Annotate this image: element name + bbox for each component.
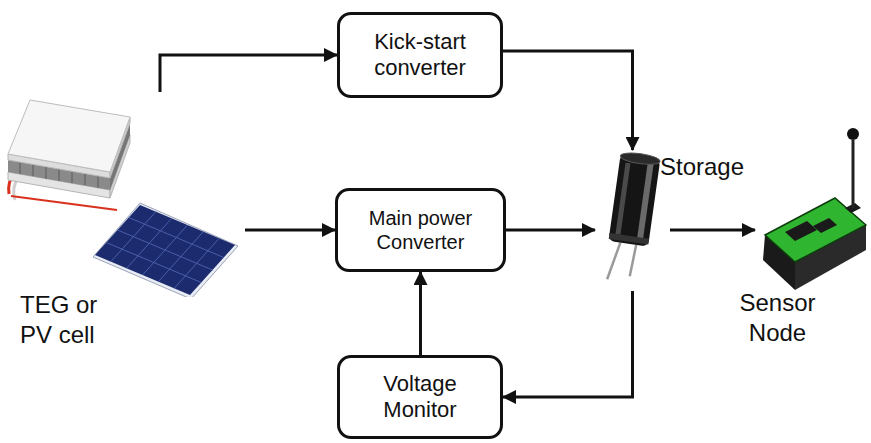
energy-source: TEG or PV cell [5, 92, 245, 352]
box-label: Main power Converter [346, 206, 495, 254]
process-box: Voltage Monitor [337, 355, 503, 439]
node-label: Storage [660, 152, 750, 182]
teg-pv-illustration [5, 92, 245, 297]
flow-arrow [503, 291, 633, 397]
sensor-node: Sensor Node [725, 118, 868, 350]
flow-arrow [160, 55, 337, 92]
flow-arrow [506, 229, 595, 232]
flow-arrow [503, 51, 633, 150]
process-box: Kick-start converter [337, 12, 503, 98]
box-label: Voltage Monitor [348, 371, 492, 424]
storage-capacitor: Storage [590, 148, 750, 288]
capacitor-illustration [595, 150, 670, 285]
box-label: Kick-start converter [348, 29, 492, 82]
sensor-node-illustration [755, 122, 867, 292]
flow-arrow [419, 272, 422, 355]
process-box: Main power Converter [335, 188, 506, 272]
node-label: Sensor Node [725, 288, 830, 348]
flow-arrow [670, 229, 755, 232]
flow-arrow [245, 229, 335, 232]
node-label: TEG or PV cell [20, 290, 115, 350]
